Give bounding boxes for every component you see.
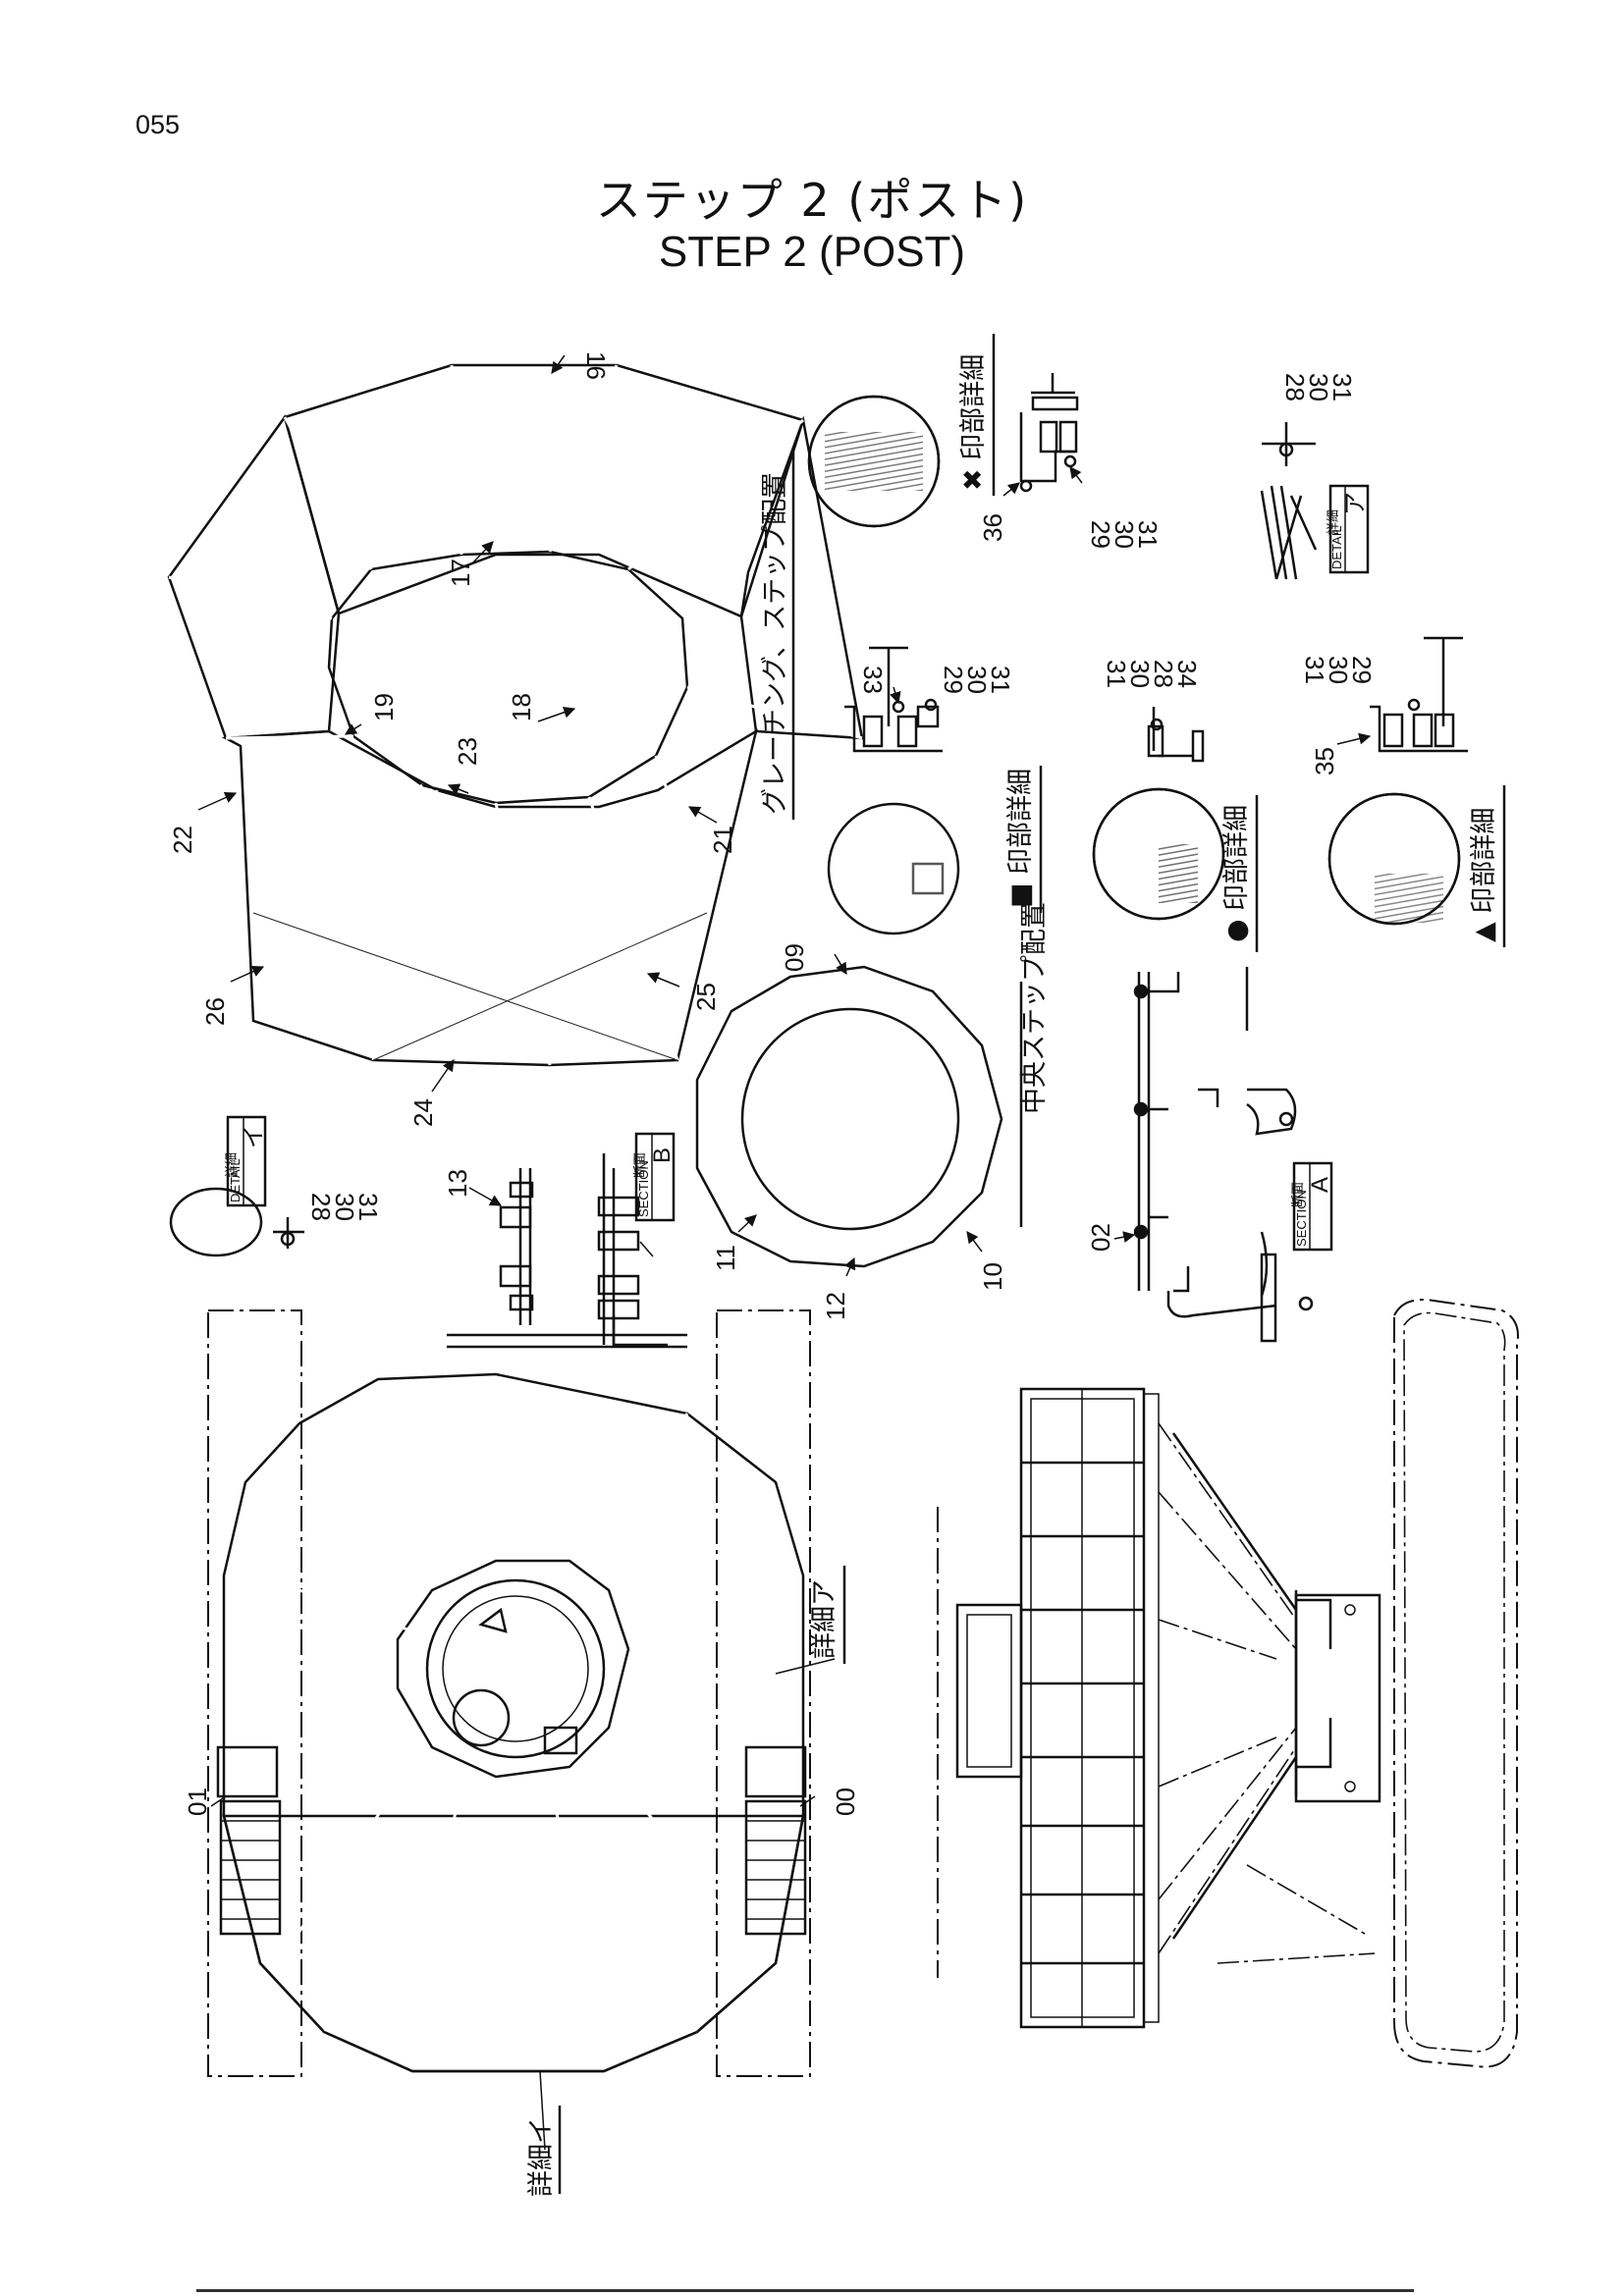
section-a-tag-jp: 断面: [1290, 1182, 1305, 1207]
part-31f: 31: [353, 1193, 383, 1221]
part-19: 19: [369, 693, 399, 721]
part-10: 10: [978, 1262, 1007, 1291]
part-13: 13: [443, 1169, 472, 1198]
section-a-tag-letter: A: [1307, 1177, 1333, 1193]
part-31a: 31: [1133, 520, 1163, 549]
part-28c: 28: [1149, 660, 1178, 688]
part-18: 18: [507, 693, 536, 721]
part-30e: 30: [1304, 373, 1333, 401]
part-29d: 29: [1347, 656, 1377, 684]
part-25: 25: [691, 983, 721, 1011]
part-26: 26: [200, 997, 230, 1026]
grating-leaders: [197, 354, 718, 1093]
part-36: 36: [978, 513, 1007, 542]
page-number: 055: [135, 110, 181, 139]
caption-center-step-layout: 中央ステップ配置: [1019, 902, 1050, 1114]
ring-leaders: [737, 953, 983, 1277]
detail-i-tag-jp: 詳細: [224, 1152, 239, 1178]
part-30a: 30: [1110, 520, 1139, 549]
detail-i-tag-en: DETAIL: [228, 1158, 243, 1202]
caption-detail-a: 詳細ア: [809, 1579, 839, 1659]
detail-triangle: [1327, 792, 1461, 926]
part-30c: 30: [1125, 660, 1155, 688]
caption-x-detail: ✖ 印部詳細: [958, 354, 989, 491]
part-12: 12: [821, 1292, 850, 1320]
detail-a-tag-jp: 詳細: [1326, 509, 1340, 535]
section-a-tag-en: SECTION: [1294, 1190, 1309, 1247]
detail-a-tag-en: DETAIL: [1329, 525, 1344, 569]
caption-triangle-detail: ▲ 印部詳細: [1469, 808, 1499, 942]
footer-rule: [196, 2289, 1414, 2295]
part-28f: 28: [306, 1193, 336, 1221]
center-step-ring: [695, 965, 1023, 1268]
section-sketch-square: [844, 646, 943, 753]
plan-view: [207, 1309, 811, 2077]
part-31b: 31: [986, 666, 1015, 694]
part-02: 02: [1086, 1223, 1115, 1252]
detail-square: [827, 802, 960, 935]
part-30f: 30: [330, 1193, 359, 1221]
detail-a-sketch: [1260, 422, 1318, 580]
part-01: 01: [183, 1788, 212, 1816]
title-japanese: ステップ 2 (ポスト): [595, 174, 1029, 227]
detail-i-tag-letter: イ: [241, 1125, 267, 1148]
part-28e: 28: [1280, 373, 1310, 401]
part-11: 11: [711, 1245, 740, 1271]
section-b-sketch: [447, 1153, 687, 1349]
section-b-tag-en: SECTION: [636, 1160, 651, 1217]
part-35: 35: [1310, 747, 1339, 775]
part-22: 22: [168, 826, 197, 854]
caption-detail-i: 詳細イ: [526, 2117, 557, 2197]
side-view: [937, 1299, 1519, 2068]
part-00: 00: [831, 1788, 860, 1816]
section-a-sketch: [1133, 967, 1314, 1343]
caption-circle-detail: ● 印部詳細: [1221, 805, 1252, 942]
part-30d: 30: [1324, 656, 1353, 684]
part-16: 16: [581, 351, 611, 380]
part-17: 17: [446, 559, 475, 587]
detail-x: [807, 395, 941, 528]
part-30b: 30: [962, 666, 992, 694]
detail-i-sketch: [169, 1187, 304, 1257]
section-sketch-x: [1019, 373, 1079, 493]
section-b-tag-jp: 断面: [632, 1152, 647, 1178]
detail-i-tag: 詳細 DETAIL イ: [224, 1115, 267, 1207]
grating-part-numbers: 16 17 18 19 21 22 23 24 25 26: [168, 351, 737, 1127]
part-29b: 29: [939, 666, 968, 694]
section-a-tag: 断面 SECTION A: [1290, 1161, 1333, 1252]
part-21: 21: [708, 826, 737, 854]
part-31c: 31: [1102, 660, 1131, 688]
part-33: 33: [858, 666, 888, 694]
detail-circle: [1092, 787, 1225, 921]
caption-grating-step-layout: グレーチング、ステップ配置: [760, 472, 790, 815]
section-sketch-triangle: [1370, 636, 1468, 753]
part-31d: 31: [1300, 656, 1329, 684]
title-english: STEP 2 (POST): [658, 228, 966, 276]
part-24: 24: [408, 1098, 438, 1127]
detail-a-tag-letter: ア: [1342, 492, 1369, 515]
part-23: 23: [453, 737, 482, 766]
caption-square-detail: ■ 印部詳細: [1005, 769, 1036, 908]
part-31e: 31: [1327, 373, 1357, 401]
grating-layout-drawing: [167, 363, 864, 1067]
part-09: 09: [780, 943, 809, 972]
section-sketch-circle: [1147, 707, 1205, 763]
part-29a: 29: [1086, 520, 1115, 549]
section-b-tag: 断面 SECTION B: [632, 1132, 676, 1222]
detail-a-tag: 詳細 DETAIL ア: [1326, 484, 1370, 574]
section-b-tag-letter: B: [649, 1148, 676, 1163]
part-34: 34: [1172, 660, 1202, 688]
